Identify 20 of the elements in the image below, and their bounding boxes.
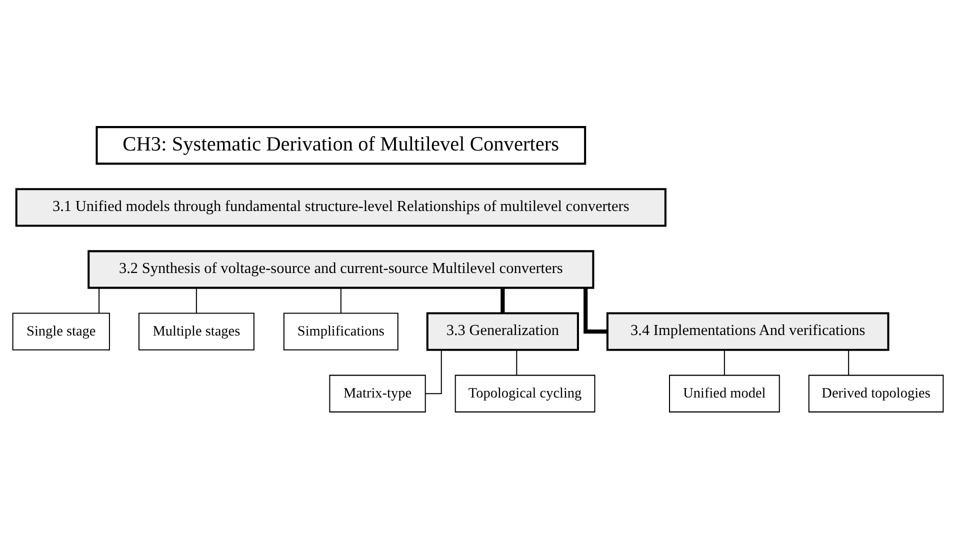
node-box: Multiple stages [138,312,254,350]
connector [724,350,725,375]
node-box: CH3: Systematic Derivation of Multilevel Converters [96,126,586,165]
node-box: 3.4 Implementations And verifications [606,312,890,351]
node-box: Derived topologies [808,374,944,412]
node-box: Matrix-type [329,374,426,412]
node-box: Topological cycling [454,374,596,412]
node-box: 3.1 Unified models through fundamental structure-level Relationships of multilevel converters [15,188,666,227]
connector [426,350,442,394]
connector [848,350,850,375]
connector [98,288,100,313]
node-box: Single stage [12,312,110,350]
node-box: 3.3 Generalization [426,312,579,351]
connector [340,288,342,313]
node-box: 3.2 Synthesis of voltage-source and current-source Multilevel converters [88,250,594,289]
connector [500,288,505,313]
connector [196,288,197,313]
node-box: Unified model [669,374,780,412]
connector [516,350,518,375]
node-box: Simplifications [283,312,398,350]
